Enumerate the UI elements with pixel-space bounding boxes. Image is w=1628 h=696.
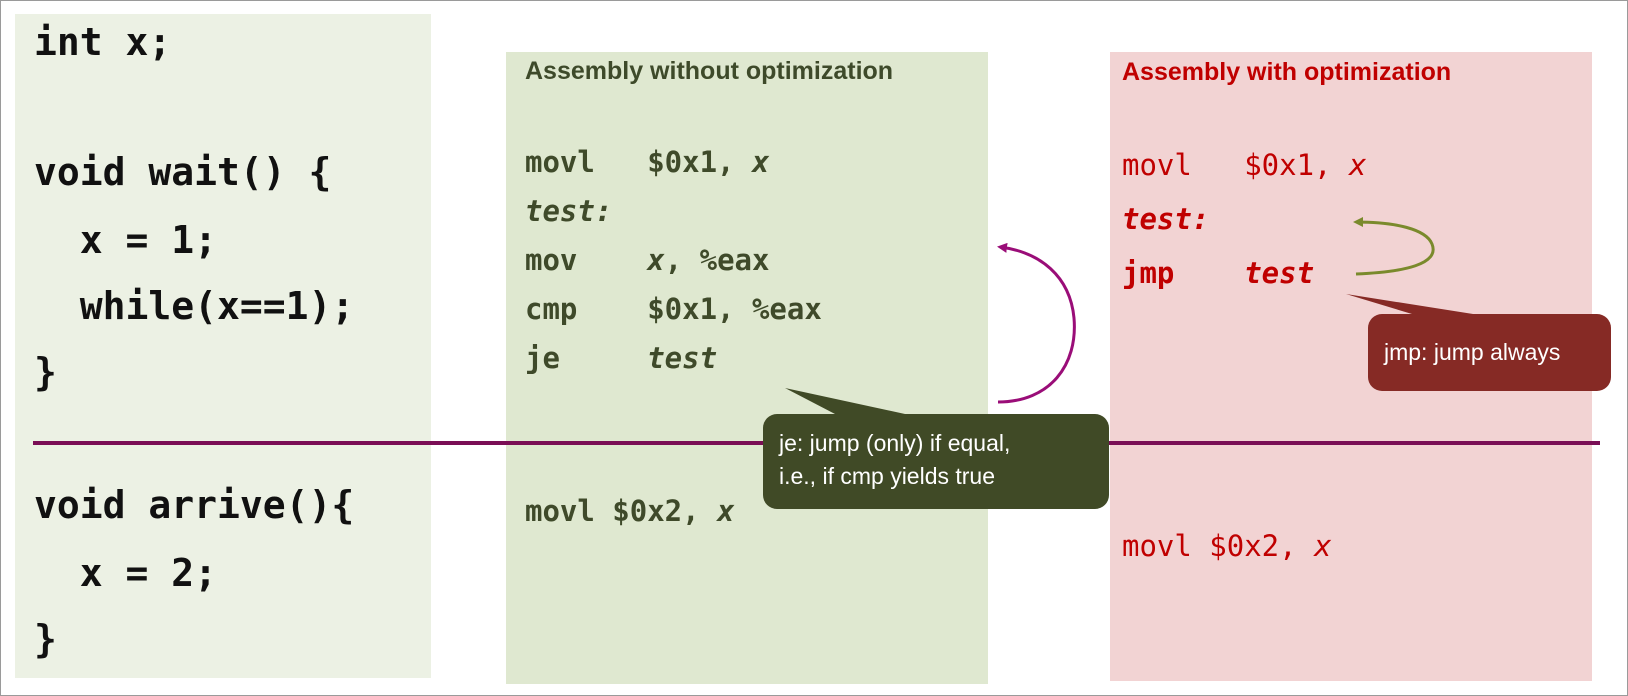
code-line-wait-signature: void wait() { [34, 150, 332, 194]
unoptimized-assembly-panel [506, 52, 988, 684]
jmp-callout-pointer [1346, 294, 1473, 314]
je-callout-line-2: i.e., if cmp yields true [779, 463, 996, 489]
noopt-line-je: je test [525, 341, 717, 375]
noopt-label-test: test: [525, 194, 613, 228]
noopt-je-target: test [647, 341, 718, 375]
noopt-line-movl: movl $0x1, x [525, 145, 769, 179]
code-line-arrive-assign: x = 2; [34, 551, 218, 595]
code-line-wait-loop: while(x==1); [34, 284, 355, 328]
noopt-mov-operand: , %eax [664, 243, 770, 277]
opt-movl-instruction: movl $0x1, [1122, 148, 1349, 182]
je-callout-line-1: je: jump (only) if equal, [779, 430, 1011, 456]
opt-label-test: test: [1122, 202, 1210, 236]
code-line-wait-close: } [34, 350, 57, 394]
code-line-arrive-signature: void arrive(){ [34, 483, 355, 527]
opt-arrive-instruction: movl $0x2, [1122, 529, 1315, 563]
code-line-wait-assign: x = 1; [34, 218, 218, 262]
noopt-line-mov: mov x, %eax [525, 243, 769, 277]
code-line-decl: int x; [34, 20, 172, 64]
je-callout-pointer [785, 388, 905, 414]
opt-line-arrive-movl: movl $0x2, x [1122, 529, 1332, 563]
source-code-panel [15, 14, 431, 678]
jmp-callout-text: jmp: jump always [1384, 339, 1561, 365]
noopt-movl-instruction: movl $0x1, [525, 145, 752, 179]
opt-jmp-instruction: jmp [1122, 256, 1245, 290]
noopt-je-instruction: je [525, 341, 648, 375]
je-explanation-callout: je: jump (only) if equal, i.e., if cmp y… [763, 414, 1109, 509]
unoptimized-assembly-heading: Assembly without optimization [525, 57, 894, 85]
noopt-line-arrive-movl: movl $0x2, x [525, 494, 735, 528]
opt-movl-var: x [1348, 148, 1367, 182]
opt-line-movl: movl $0x1, x [1122, 148, 1366, 182]
code-line-arrive-close: } [34, 617, 57, 661]
noopt-arrive-var: x [717, 494, 735, 528]
noopt-line-cmp: cmp $0x1, %eax [525, 292, 822, 326]
noopt-mov-instruction: mov [525, 243, 648, 277]
opt-line-jmp: jmp test [1122, 256, 1314, 290]
jmp-explanation-callout: jmp: jump always [1368, 314, 1611, 391]
noopt-arrive-instruction: movl $0x2, [525, 494, 718, 528]
optimized-assembly-heading: Assembly with optimization [1122, 58, 1452, 86]
opt-arrive-var: x [1314, 529, 1332, 563]
loop-arrow-icon [997, 242, 1076, 404]
noopt-mov-var: x [647, 243, 665, 277]
opt-jmp-target: test [1244, 256, 1315, 290]
jump-arrow-icon [1353, 217, 1435, 276]
noopt-movl-var: x [751, 145, 770, 179]
